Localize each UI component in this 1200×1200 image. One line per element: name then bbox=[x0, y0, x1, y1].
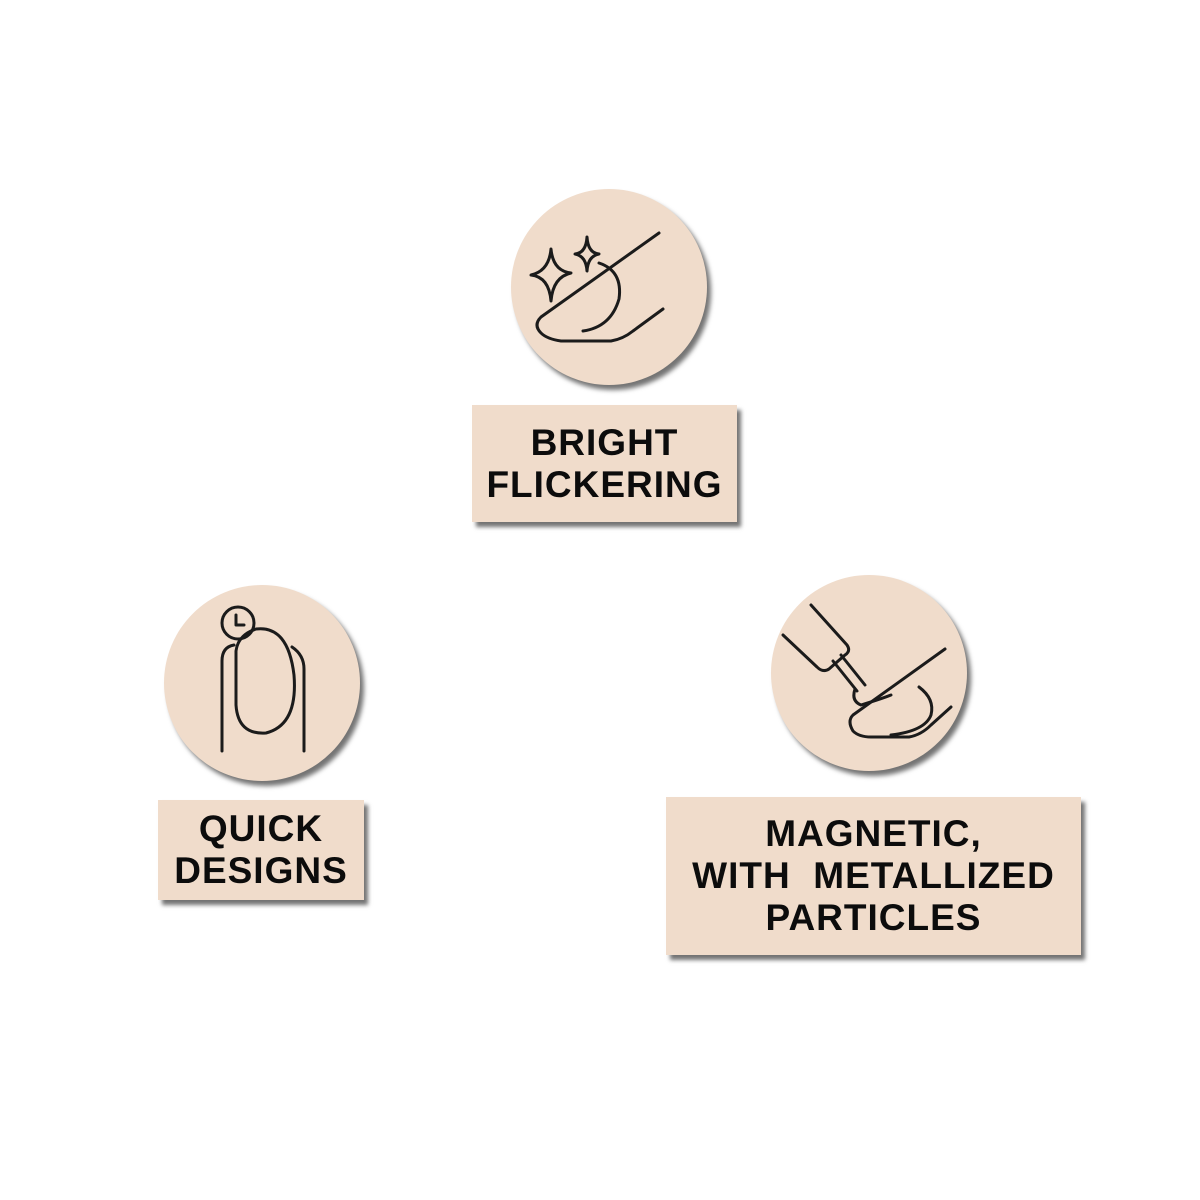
label-line: BRIGHT bbox=[530, 421, 679, 463]
label-line: MAGNETIC, bbox=[765, 813, 982, 854]
magnetic-badge bbox=[771, 575, 967, 771]
brush-nail-icon bbox=[781, 603, 953, 739]
label-line: QUICK bbox=[198, 808, 324, 849]
label-line: WITH METALLIZED bbox=[692, 855, 1055, 896]
quick-designs-label: QUICK DESIGNS bbox=[158, 800, 364, 900]
label-line: PARTICLES bbox=[765, 897, 982, 938]
bright-flickering-label: BRIGHT FLICKERING bbox=[472, 405, 737, 522]
magnetic-label: MAGNETIC, WITH METALLIZED PARTICLES bbox=[666, 797, 1081, 955]
label-line: DESIGNS bbox=[174, 850, 348, 891]
quick-designs-badge bbox=[164, 585, 360, 781]
finger-clock-icon bbox=[220, 605, 306, 753]
sparkling-nail-icon bbox=[529, 231, 665, 343]
label-line: FLICKERING bbox=[486, 463, 723, 505]
bright-flickering-badge bbox=[511, 189, 707, 385]
